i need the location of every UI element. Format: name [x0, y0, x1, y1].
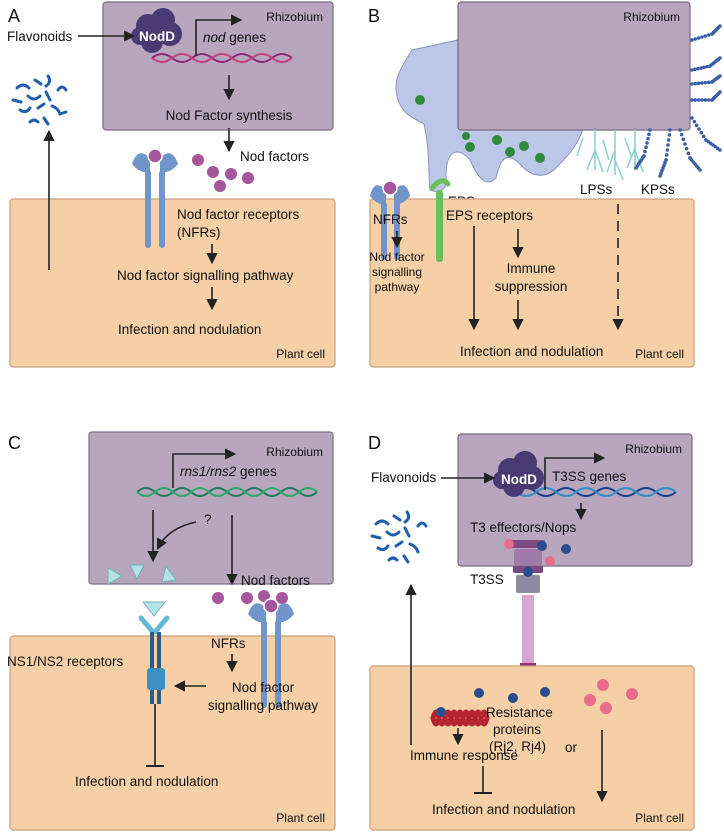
panel-d-outcome-label: Infection and nodulation — [432, 802, 575, 817]
panel-b-plant-cell-label: Plant cell — [635, 347, 684, 361]
panel-c-plant-cell — [9, 635, 336, 831]
panel-d-resistance-1: Resistance — [486, 705, 553, 720]
panel-d-resistance-protein-icon — [430, 707, 490, 727]
panel-b-immune-2: suppression — [495, 279, 568, 294]
panel-c-genes-italic: rns1/rns2 — [180, 464, 237, 479]
panel-c-ns-receptor-icon — [138, 601, 170, 704]
panel-c-nf-path-2: signalling pathway — [208, 698, 319, 713]
panel-b-eps-molecules — [415, 95, 545, 163]
panel-d-genes-label: T3SS genes — [552, 469, 627, 484]
panel-c-nod-factors-label: Nod factors — [241, 573, 310, 588]
panel-c-plant-cell-label: Plant cell — [276, 811, 325, 825]
panel-a-flavonoid-icon — [11, 74, 68, 126]
panel-a-nodd-protein-icon — [131, 8, 182, 53]
panel-d-nodd-label: NodD — [501, 472, 537, 487]
panel-a-pathway-label: Nod factor signalling pathway — [117, 268, 294, 283]
panel-a-plant-cell — [9, 198, 336, 368]
panel-d-nodd-protein-icon — [493, 451, 544, 497]
panel-a-nod-factors-label: Nod factors — [240, 149, 309, 164]
panel-a-receptors-label-2: (NFRs) — [177, 225, 221, 240]
panel-d-resistance-3: (Rj2, Rj4) — [489, 739, 546, 754]
panel-b-eps-receptors-label: EPS receptors — [446, 208, 533, 223]
panel-c-nfrs-label: NFRs — [211, 636, 246, 651]
panel-b: B Rhizobium EPSs LPSs KPSs Plant cell — [368, 1, 722, 368]
panel-a-receptors-label-1: Nod factor receptors — [177, 207, 300, 222]
panel-d-immune-label: Immune response — [410, 748, 518, 763]
panel-c-transcription-arrow — [172, 448, 237, 488]
panel-d-plant-cell — [369, 665, 695, 831]
panel-d-effectors-label: T3 effectors/Nops — [470, 520, 577, 535]
panel-c-letter: C — [8, 433, 21, 453]
panel-d-resistance-2: proteins — [493, 722, 541, 737]
panel-d-letter: D — [368, 433, 381, 453]
panel-a-transcription-arrow — [195, 14, 243, 56]
panel-c-rhizobium-label: Rhizobium — [266, 445, 323, 459]
panel-b-outcome-label: Infection and nodulation — [460, 344, 603, 359]
panel-b-eps-receptor-icon — [429, 178, 451, 262]
panel-b-kps-label: KPSs — [641, 182, 675, 197]
panel-a-nodd-label: NodD — [139, 29, 175, 44]
panel-c-ns-receptors-label: NS1/NS2 receptors — [7, 654, 124, 669]
panel-c: C Rhizobium rns1/rns2 genes ? Nod factor… — [7, 431, 336, 831]
panel-c-question-label: ? — [204, 512, 212, 527]
panel-d-or-label: or — [565, 740, 578, 755]
panel-d-dna-icon — [515, 487, 677, 497]
panel-b-nf-path-1: Nod factor — [369, 250, 424, 264]
panel-c-genes-rest: genes — [236, 464, 277, 479]
panel-c-rhizobium-cell — [88, 431, 334, 585]
panel-b-rhizobium-cell — [457, 1, 691, 131]
panel-d-transcription-arrow — [544, 452, 606, 490]
panel-b-letter: B — [368, 6, 380, 26]
panel-a-outcome-label: Infection and nodulation — [118, 322, 261, 337]
panel-b-immune-1: Immune — [507, 261, 556, 276]
panel-a-nfr-receptor-icon — [132, 148, 178, 248]
panel-b-rhizobium-label: Rhizobium — [623, 10, 680, 24]
panel-d-effectors-in-bacterium — [504, 539, 571, 577]
panel-a-letter: A — [8, 6, 20, 26]
panel-d-t3ss-label: T3SS — [470, 572, 504, 587]
panel-a: A Rhizobium NodD Flavonoids nod genes No… — [7, 1, 336, 368]
panel-a-rhizobium-label: Rhizobium — [266, 10, 323, 24]
panel-c-nfr-receptor-icon — [248, 598, 294, 708]
panel-d-t3ss-apparatus-icon — [511, 540, 545, 671]
panel-c-ns-ligand-molecules — [107, 564, 177, 585]
panel-d-rhizobium-label: Rhizobium — [625, 442, 682, 456]
panel-a-genes-rest: genes — [226, 30, 267, 45]
panel-c-nod-factors — [212, 590, 288, 604]
panel-a-genes-italic: nod — [203, 30, 226, 45]
panel-b-nf-path-3: pathway — [375, 280, 420, 294]
panel-d-effectors-in-plant — [474, 679, 638, 714]
panel-a-nod-factors — [192, 154, 254, 192]
panel-d-flavonoids-label: Flavonoids — [371, 470, 437, 485]
panel-d-plant-cell-label: Plant cell — [635, 811, 684, 825]
panel-b-nfrs-label: NFRs — [373, 212, 408, 227]
panel-d-flavonoid-icon — [370, 510, 428, 564]
panel-c-genes-label: rns1/rns2 genes — [180, 464, 277, 479]
panel-a-flavonoids-label: Flavonoids — [7, 29, 73, 44]
panel-c-dna-icon — [136, 487, 318, 497]
panel-b-kps-icon — [634, 24, 722, 178]
panel-a-plant-cell-label: Plant cell — [276, 347, 325, 361]
panel-a-genes-label: nod genes — [203, 30, 266, 45]
panel-a-dna-icon — [151, 53, 293, 63]
panel-d: D Rhizobium NodD Flavonoids T3SS genes T… — [368, 433, 695, 831]
panel-c-nf-path-1: Nod factor — [232, 680, 295, 695]
panel-c-outcome-label: Infection and nodulation — [75, 774, 218, 789]
panel-b-nf-path-2: signalling — [372, 265, 422, 279]
panel-a-synthesis-label: Nod Factor synthesis — [166, 108, 293, 123]
panel-c-unknown-input-arrow — [156, 521, 197, 551]
panel-b-lps-icon — [576, 130, 644, 181]
panel-b-lps-label: LPSs — [580, 182, 613, 197]
